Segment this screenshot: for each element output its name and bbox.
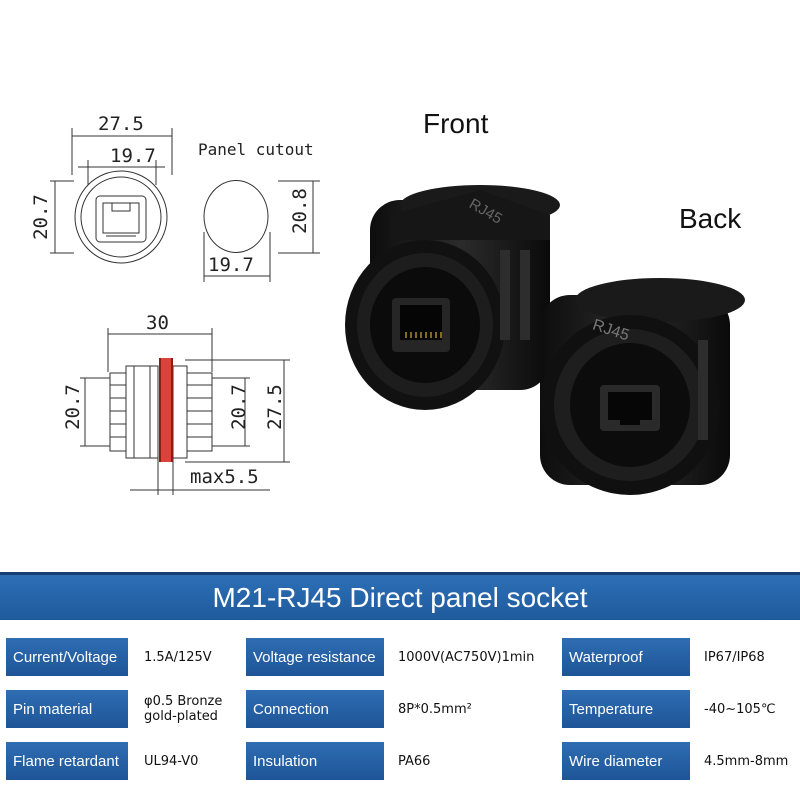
connector-illustration bbox=[345, 185, 745, 495]
product-title-banner: M21-RJ45 Direct panel socket bbox=[0, 572, 800, 620]
dim-cutout-height: 20.8 bbox=[288, 188, 311, 234]
spec-value-voltage-resistance: 1000V(AC750V)1min bbox=[398, 649, 535, 665]
spec-key-insulation: Insulation bbox=[246, 742, 384, 780]
dim-cutout-width: 19.7 bbox=[208, 254, 254, 276]
spec-value-waterproof: IP67/IP68 bbox=[704, 649, 765, 665]
product-photo: Front Back bbox=[330, 100, 800, 520]
spec-key-connection: Connection bbox=[246, 690, 384, 728]
dim-top-height: 20.7 bbox=[29, 194, 52, 240]
product-title: M21-RJ45 Direct panel socket bbox=[212, 581, 588, 613]
front-connector bbox=[345, 185, 560, 410]
spec-value-temperature: -40~105℃ bbox=[704, 701, 776, 717]
dim-side-right-inner: 20.7 bbox=[227, 384, 250, 430]
spec-value-flame-retardant: UL94-V0 bbox=[144, 753, 199, 769]
spec-key-flame-retardant: Flame retardant bbox=[6, 742, 128, 780]
technical-drawing: 27.5 19.7 20.7 Panel cutout 20.8 19.7 30… bbox=[0, 0, 330, 520]
spec-value-current-voltage: 1.5A/125V bbox=[144, 649, 212, 665]
spec-key-wire-diameter: Wire diameter bbox=[562, 742, 690, 780]
panel-cutout-label: Panel cutout bbox=[198, 140, 314, 159]
spec-key-voltage-resistance: Voltage resistance bbox=[246, 638, 384, 676]
spec-key-current-voltage: Current/Voltage bbox=[6, 638, 128, 676]
front-label: Front bbox=[423, 108, 489, 139]
dim-side-length: 30 bbox=[146, 312, 169, 334]
dim-top-inner-width: 19.7 bbox=[110, 145, 156, 167]
red-gasket bbox=[161, 358, 171, 462]
spec-value-insulation: PA66 bbox=[398, 753, 431, 769]
back-label: Back bbox=[679, 203, 742, 234]
drawing-lines bbox=[50, 128, 320, 495]
spec-key-pin-material: Pin material bbox=[6, 690, 128, 728]
dim-side-right-outer: 27.5 bbox=[263, 384, 286, 430]
spec-value-connection: 8P*0.5mm² bbox=[398, 701, 472, 717]
spec-value-wire-diameter: 4.5mm-8mm bbox=[704, 753, 789, 769]
spec-value-pin-material: φ0.5 Bronze gold-plated bbox=[144, 694, 223, 724]
dim-side-left-height: 20.7 bbox=[61, 384, 84, 430]
back-connector bbox=[540, 278, 745, 495]
dim-panel-thickness: max5.5 bbox=[190, 466, 259, 488]
dim-top-width: 27.5 bbox=[98, 113, 144, 135]
spec-key-temperature: Temperature bbox=[562, 690, 690, 728]
spec-key-waterproof: Waterproof bbox=[562, 638, 690, 676]
